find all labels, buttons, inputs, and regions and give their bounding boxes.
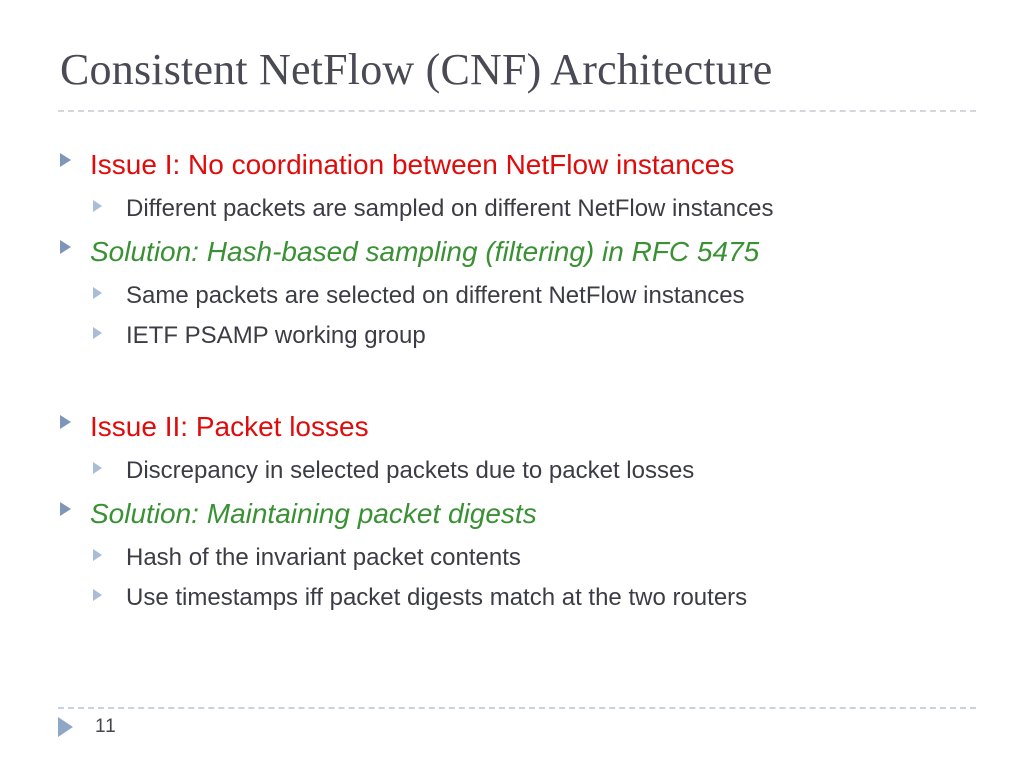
bullet-text: Use timestamps iff packet digests match … [126,584,748,611]
bullet-text: IETF PSAMP working group [126,322,426,349]
triangle-subbullet-icon [93,287,102,299]
triangle-bullet-icon [60,153,71,167]
slide-footer: 11 [58,716,117,738]
bullet-text: Issue I: No coordination between NetFlow… [90,149,735,180]
bullet-item: IETF PSAMP working group [58,316,988,356]
bullet-marker [93,451,126,474]
bullet-marker [93,538,126,561]
bullet-marker [93,189,126,212]
page-title: Consistent NetFlow (CNF) Architecture [60,45,773,94]
bullet-item: Same packets are selected on different N… [58,276,988,316]
bullet-marker [93,276,126,299]
bullet-item: Discrepancy in selected packets due to p… [58,451,988,491]
footer-triangle-icon [58,717,73,737]
bullet-list: Issue I: No coordination between NetFlow… [58,142,988,618]
title-divider [58,110,976,112]
triangle-subbullet-icon [93,462,102,474]
bullet-marker [60,404,90,429]
triangle-subbullet-icon [93,327,102,339]
page-number: 11 [95,716,117,737]
bullet-text: Solution: Hash-based sampling (filtering… [90,236,760,267]
bullet-item: Solution: Hash-based sampling (filtering… [58,229,988,275]
bullet-text: Solution: Maintaining packet digests [90,498,537,529]
triangle-subbullet-icon [93,589,102,601]
bullet-spacer [58,356,988,404]
bullet-marker [60,142,90,167]
bullet-text: Different packets are sampled on differe… [126,195,774,222]
bullet-marker [93,578,126,601]
bullet-item: Hash of the invariant packet contents [58,538,988,578]
bullet-marker [93,316,126,339]
bullet-text: Issue II: Packet losses [90,411,369,442]
bullet-item: Solution: Maintaining packet digests [58,491,988,537]
bullet-item: Issue I: No coordination between NetFlow… [58,142,988,188]
bullet-text: Discrepancy in selected packets due to p… [126,457,695,484]
footer-divider [58,707,976,709]
triangle-bullet-icon [60,415,71,429]
slide-title-block: Consistent NetFlow (CNF) Architecture [60,45,980,94]
triangle-bullet-icon [60,502,71,516]
triangle-subbullet-icon [93,549,102,561]
bullet-text: Hash of the invariant packet contents [126,544,521,571]
bullet-item: Different packets are sampled on differe… [58,189,988,229]
bullet-item: Issue II: Packet losses [58,404,988,450]
bullet-item: Use timestamps iff packet digests match … [58,578,988,618]
bullet-marker [60,491,90,516]
bullet-marker [60,229,90,254]
bullet-text: Same packets are selected on different N… [126,282,745,309]
triangle-subbullet-icon [93,200,102,212]
triangle-bullet-icon [60,240,71,254]
